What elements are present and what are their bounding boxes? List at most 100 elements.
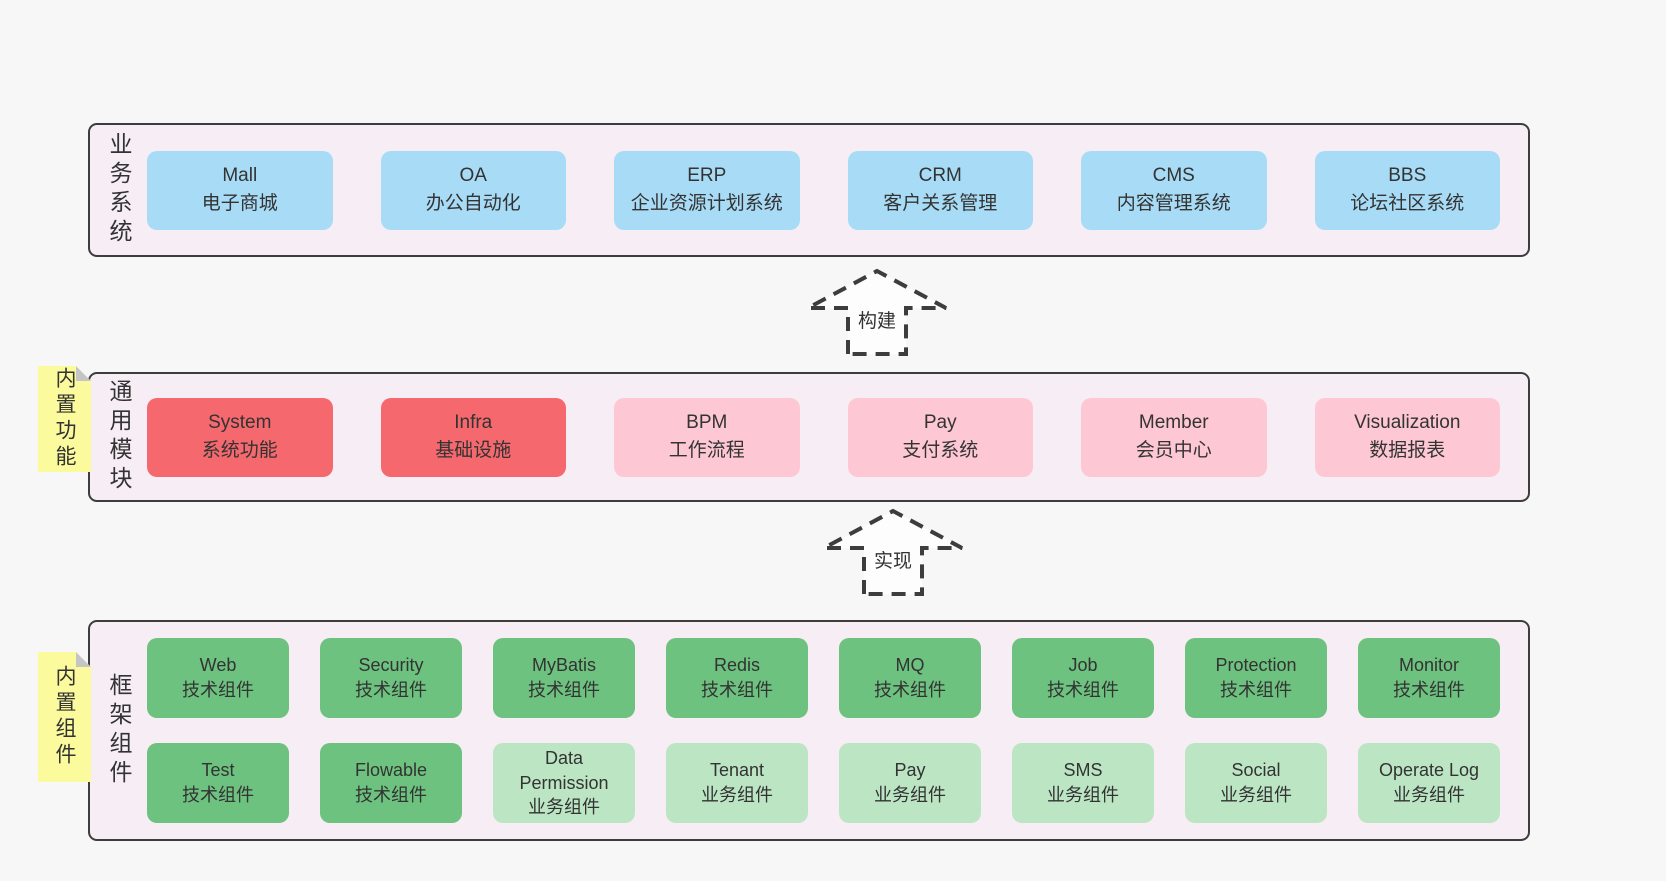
module-desc: 客户关系管理 [883,193,998,214]
module-desc: 技术组件 [1220,680,1292,700]
module-desc: 企业资源计划系统 [630,193,783,214]
module-box-crm: CRM 客户关系管理 [847,150,1033,230]
module-box-test: Test 技术组件 [147,743,289,823]
module-box-cms: CMS 内容管理系统 [1081,150,1267,230]
module-box-tenant: Tenant 业务组件 [666,743,808,823]
module-name: Redis [713,655,761,676]
module-name: MyBatis [531,655,596,676]
module-name: CRM [918,165,962,187]
module-name: Visualization [1354,412,1461,434]
module-desc: 技术组件 [701,680,773,700]
module-box-web: Web 技术组件 [147,638,289,718]
module-desc: 办公自动化 [425,193,521,214]
module-desc: 内容管理系统 [1116,193,1231,214]
module-desc: 技术组件 [874,680,946,700]
module-name: System [208,412,272,434]
build-arrow: 构建 [804,268,950,356]
module-box-member: Member 会员中心 [1081,397,1267,477]
module-box-visualization: Visualization 数据报表 [1314,397,1500,477]
module-name: Flowable [354,760,428,781]
module-desc: 技术组件 [355,680,427,700]
sticky-note-built-in-components: 内置组件 [38,652,91,782]
module-box-infra: Infra 基础设施 [380,397,566,477]
module-desc: 业务组件 [1047,785,1119,805]
module-name: Data Permission [519,747,609,793]
module-box-system: System 系统功能 [147,397,333,477]
module-name: Mall [222,165,258,187]
module-name: CMS [1152,165,1195,187]
sticky-text: 内置功能 [53,367,76,471]
module-name: Job [1068,655,1098,676]
module-box-protection: Protection 技术组件 [1185,638,1327,718]
module-desc: 技术组件 [528,680,600,700]
module-desc: 技术组件 [1047,680,1119,700]
panel-title: 通用模块 [106,379,132,495]
module-box-sms: SMS 业务组件 [1012,743,1154,823]
module-desc: 业务组件 [528,797,600,818]
dashed-up-arrow-icon: 构建 [807,268,947,356]
module-desc: 系统功能 [201,440,278,461]
module-name: BPM [686,412,728,434]
arrow-label: 构建 [858,310,896,332]
module-desc: 技术组件 [182,680,254,700]
module-box-bpm: BPM 工作流程 [614,397,800,477]
module-name: Pay [923,412,957,434]
framework-components-label: 框架组件 [90,622,147,839]
business-systems-boxes: Mall 电子商城 OA 办公自动化 ERP 企业资源计划系统 CRM 客户关系管理 CMS 内容… [147,125,1528,255]
module-name: Social [1231,760,1281,781]
module-name: ERP [687,165,727,187]
module-box-oa: OA 办公自动化 [380,150,566,230]
implement-arrow: 实现 [820,508,966,596]
module-box-erp: ERP 企业资源计划系统 [614,150,800,230]
dashed-up-arrow-icon: 实现 [823,508,963,596]
module-name: SMS [1063,760,1103,781]
panel-title: 框架组件 [106,672,132,789]
common-modules-label: 通用模块 [90,374,147,500]
module-desc: 技术组件 [355,785,427,805]
module-box-mq: MQ 技术组件 [839,638,981,718]
business-systems-panel: 业务系统 Mall 电子商城 OA 办公自动化 ERP 企业资源计划系统 CRM 客户关系管理… [88,123,1530,257]
sticky-text: 内置组件 [53,665,76,769]
module-name: Pay [894,760,926,781]
module-desc: 工作流程 [668,440,745,461]
module-name: BBS [1388,165,1427,187]
module-desc: 业务组件 [1220,785,1292,805]
module-name: Protection [1215,655,1297,676]
module-box-security: Security 技术组件 [320,638,462,718]
module-name: Infra [454,412,493,434]
module-box-social: Social 业务组件 [1185,743,1327,823]
module-name: Test [201,760,235,781]
arrow-label: 实现 [874,550,912,572]
module-desc: 电子商城 [201,193,278,214]
module-name: Tenant [709,760,765,781]
module-desc: 会员中心 [1135,440,1212,461]
module-desc: 业务组件 [874,785,946,805]
module-desc: 基础设施 [435,440,512,461]
module-box-mall: Mall 电子商城 [147,150,333,230]
module-desc: 数据报表 [1369,440,1446,461]
module-box-mybatis: MyBatis 技术组件 [493,638,635,718]
module-desc: 技术组件 [182,785,254,805]
module-box-flowable: Flowable 技术组件 [320,743,462,823]
sticky-note-built-in-features: 内置功能 [38,366,91,472]
module-desc: 业务组件 [701,785,773,805]
module-box-data-permission: Data Permission 业务组件 [493,743,635,823]
module-desc: 技术组件 [1393,680,1465,700]
module-desc: 业务组件 [1393,785,1465,805]
panel-title: 业务系统 [106,132,132,248]
business-systems-label: 业务系统 [90,125,147,255]
module-name: OA [459,165,487,187]
module-box-pay: Pay 业务组件 [839,743,981,823]
module-name: Security [358,655,424,676]
module-box-redis: Redis 技术组件 [666,638,808,718]
module-name: Web [199,655,237,676]
module-name: Member [1138,412,1209,434]
module-name: MQ [895,655,925,676]
